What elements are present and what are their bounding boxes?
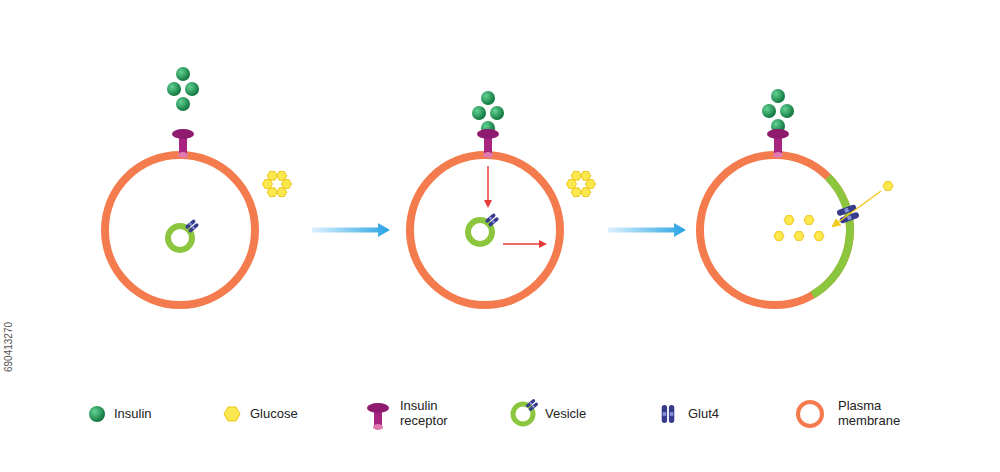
- legend-label: Plasma membrane: [838, 394, 908, 434]
- glut4-swatch: [662, 405, 675, 423]
- legend-swatch: [790, 394, 830, 434]
- plasma-membrane: [410, 155, 560, 305]
- membrane-swatch: [798, 402, 822, 426]
- step-arrow: [608, 223, 686, 237]
- glucose: [774, 232, 784, 241]
- legend-swatch: [212, 394, 252, 434]
- glucose-cluster: [263, 171, 292, 196]
- glucose: [883, 182, 893, 191]
- glucose-swatch: [224, 407, 240, 421]
- insulin-receptor: [172, 129, 194, 158]
- stock-number: 690413270: [3, 322, 14, 372]
- glucose: [804, 216, 814, 225]
- legend-label: Glut4: [688, 394, 748, 434]
- insulin-receptor: [767, 129, 789, 158]
- legend-swatch: [77, 394, 117, 434]
- signal-arrow: [487, 166, 489, 206]
- step-arrow: [312, 223, 390, 237]
- legend-swatch: [503, 394, 543, 434]
- legend-label: Vesicle: [545, 394, 605, 434]
- transport-arrow: [503, 243, 545, 245]
- vesicle-swatch: [513, 399, 539, 424]
- legend-label: Glucose: [250, 394, 310, 434]
- insulin-cluster: [167, 67, 199, 111]
- glucose: [814, 232, 824, 241]
- plasma-membrane: [105, 155, 255, 305]
- glut4: [185, 219, 200, 233]
- receptor-swatch: [367, 403, 389, 430]
- legend-label: Insulin: [114, 394, 174, 434]
- insulin-cluster: [762, 89, 794, 133]
- legend-swatch: [648, 394, 688, 434]
- fused-vesicle-membrane: [813, 177, 850, 295]
- vesicle: [468, 220, 492, 244]
- insulin-swatch: [89, 406, 105, 422]
- plasma-membrane: [700, 155, 850, 305]
- insulin-cluster: [472, 91, 504, 135]
- legend-label: Insulin receptor: [400, 394, 460, 434]
- glucose-cluster: [567, 171, 596, 196]
- glucose-uptake-arrow: [833, 191, 881, 226]
- glucose: [784, 216, 794, 225]
- legend-swatch: [358, 394, 398, 434]
- glut4: [485, 213, 500, 227]
- insulin-receptor: [477, 129, 499, 158]
- glucose: [794, 232, 804, 241]
- vesicle: [168, 226, 192, 250]
